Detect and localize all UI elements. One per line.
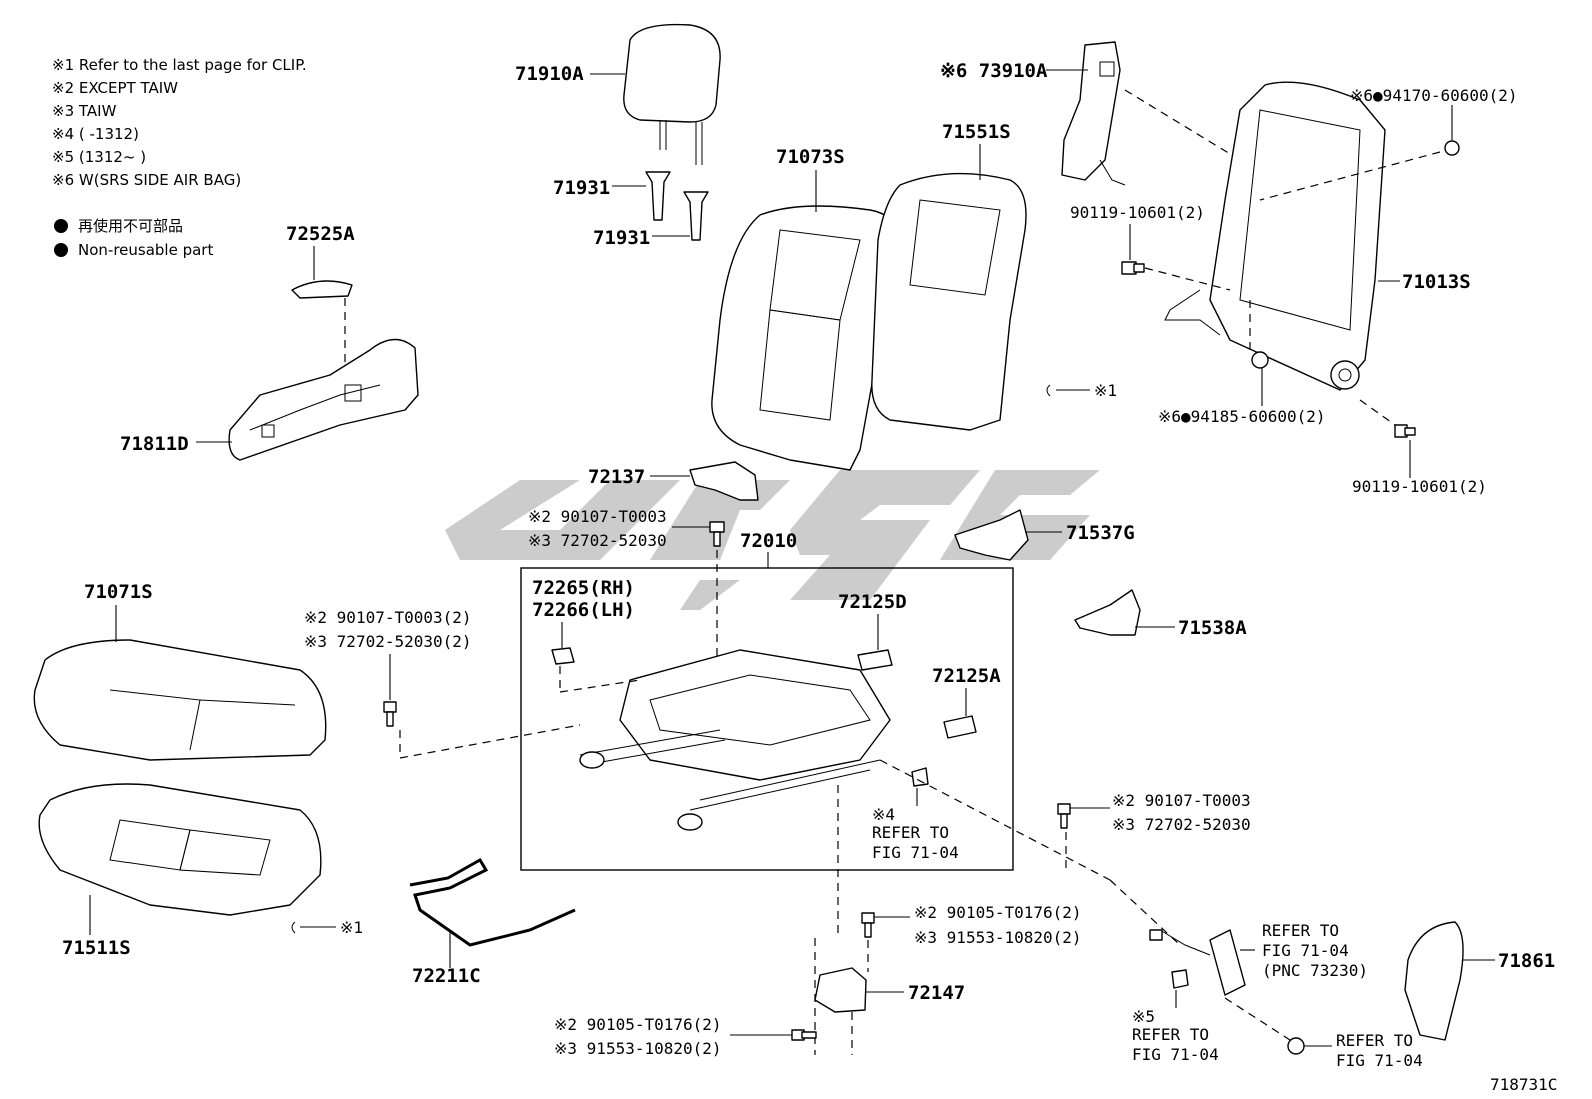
seatback-cover	[711, 205, 906, 471]
part-71931-upper: 71931	[553, 177, 610, 199]
part-72702-a: ※3 72702-52030	[528, 531, 667, 550]
bolt-icon	[791, 1029, 817, 1041]
seat-cushion-pad	[38, 783, 322, 916]
clip-icon	[1171, 969, 1189, 989]
part-71931-lower: 71931	[593, 227, 650, 249]
part-72125A: 72125A	[932, 665, 1001, 687]
headrest-support	[645, 171, 709, 241]
note-3: ※3 TAIW	[52, 102, 117, 120]
legend: 再使用不可部品 Non-reusable part	[54, 217, 213, 259]
part-71538A: 71538A	[1178, 617, 1247, 639]
part-91553-a: ※3 91553-10820(2)	[914, 928, 1082, 947]
seat-belt-buckle	[1149, 929, 1246, 996]
seatback-frame	[1164, 81, 1386, 391]
ref-belt-pnc: (PNC 73230)	[1262, 961, 1368, 980]
side-shield-cover	[228, 338, 419, 461]
ref-4-fig: FIG 71-04	[872, 843, 959, 862]
part-71073S: 71073S	[776, 146, 845, 168]
part-94170: ※6●94170-60600(2)	[1350, 86, 1518, 105]
clip-icon	[551, 647, 575, 665]
part-72265: 72265(RH)	[532, 577, 635, 599]
part-94185: ※6●94185-60600(2)	[1158, 407, 1326, 426]
side-airbag-module	[1061, 41, 1126, 186]
part-71910A: 71910A	[515, 63, 584, 85]
part-72266: 72266(LH)	[532, 599, 635, 621]
bracket-72125A	[943, 715, 977, 739]
seat-adjuster	[579, 649, 891, 831]
part-71551S: 71551S	[942, 121, 1011, 143]
legend-en: Non-reusable part	[78, 241, 213, 259]
part-90107-a: ※2 90107-T0003	[528, 507, 667, 526]
ref-belt-refer: REFER TO	[1262, 921, 1339, 940]
part-73910A: ※6 73910A	[940, 60, 1048, 82]
part-72147: 72147	[908, 982, 965, 1004]
note-4: ※4 ( -1312)	[52, 125, 139, 143]
ref-nut-refer: REFER TO	[1336, 1031, 1413, 1050]
cover-piece-72137	[689, 461, 759, 501]
nut-icon	[1444, 140, 1460, 156]
hinge-cover-71537G	[954, 509, 1029, 561]
legend-ja: 再使用不可部品	[78, 217, 183, 235]
part-90107-b: ※2 90107-T0003(2)	[304, 608, 472, 627]
non-reusable-dot-icon	[54, 219, 68, 233]
part-90119-lower: 90119-10601(2)	[1352, 477, 1487, 496]
seat-adjuster-group-box	[520, 567, 1014, 871]
part-90105-b: ※2 90105-T0176(2)	[554, 1015, 722, 1034]
nut-icon	[1251, 351, 1269, 369]
bracket-72125D	[857, 649, 893, 671]
part-90105-a: ※2 90105-T0176(2)	[914, 903, 1082, 922]
bolt-icon	[1121, 261, 1145, 275]
ref-5-refer: REFER TO	[1132, 1025, 1209, 1044]
bolt-icon	[861, 912, 875, 938]
part-72702-c: ※3 72702-52030	[1112, 815, 1251, 834]
part-72125D: 72125D	[838, 591, 907, 613]
notes-block: ※1 Refer to the last page for CLIP. ※2 E…	[52, 56, 307, 189]
hinge-cover-71538A	[1074, 589, 1141, 636]
clip-icon	[911, 767, 929, 787]
part-72211C: 72211C	[412, 965, 481, 987]
seatback-pad	[871, 172, 1027, 431]
bolt-icon	[1394, 424, 1416, 438]
clip-ref-lower: ※1	[340, 918, 363, 937]
part-71013S: 71013S	[1402, 271, 1471, 293]
part-72010: 72010	[740, 530, 797, 552]
ref-4-refer: REFER TO	[872, 823, 949, 842]
part-90119-upper: 90119-10601(2)	[1070, 203, 1205, 222]
seat-cushion-cover	[33, 639, 327, 761]
ref-belt-fig: FIG 71-04	[1262, 941, 1349, 960]
ref-nut-fig: FIG 71-04	[1336, 1051, 1423, 1070]
figure-code: 718731C	[1490, 1075, 1557, 1094]
nut-icon	[1287, 1037, 1305, 1055]
note-1: ※1 Refer to the last page for CLIP.	[52, 56, 307, 74]
part-71861: 71861	[1498, 950, 1555, 972]
side-cover-71861	[1404, 921, 1464, 1041]
part-71811D: 71811D	[120, 433, 189, 455]
part-72137: 72137	[588, 466, 645, 488]
note-2: ※2 EXCEPT TAIW	[52, 79, 178, 97]
note-5: ※5 (1312~ )	[52, 148, 146, 166]
part-91553-b: ※3 91553-10820(2)	[554, 1039, 722, 1058]
non-reusable-dot-icon	[54, 243, 68, 257]
part-90107-c: ※2 90107-T0003	[1112, 791, 1251, 810]
headrest	[623, 23, 721, 165]
part-71537G: 71537G	[1066, 522, 1135, 544]
ref-4-mark: ※4	[872, 805, 895, 824]
ref-5-mark: ※5	[1132, 1007, 1155, 1026]
part-72702-b: ※3 72702-52030(2)	[304, 632, 472, 651]
part-71071S: 71071S	[84, 581, 153, 603]
bolt-icon	[383, 701, 397, 727]
part-71511S: 71511S	[62, 937, 131, 959]
bolt-icon	[1057, 803, 1071, 829]
bracket-72147	[814, 967, 867, 1013]
note-6: ※6 W(SRS SIDE AIR BAG)	[52, 171, 241, 189]
clip-ref-upper: ※1	[1094, 381, 1117, 400]
recliner-knob	[291, 280, 353, 299]
ref-5-fig: FIG 71-04	[1132, 1045, 1219, 1064]
part-72525A: 72525A	[286, 223, 355, 245]
